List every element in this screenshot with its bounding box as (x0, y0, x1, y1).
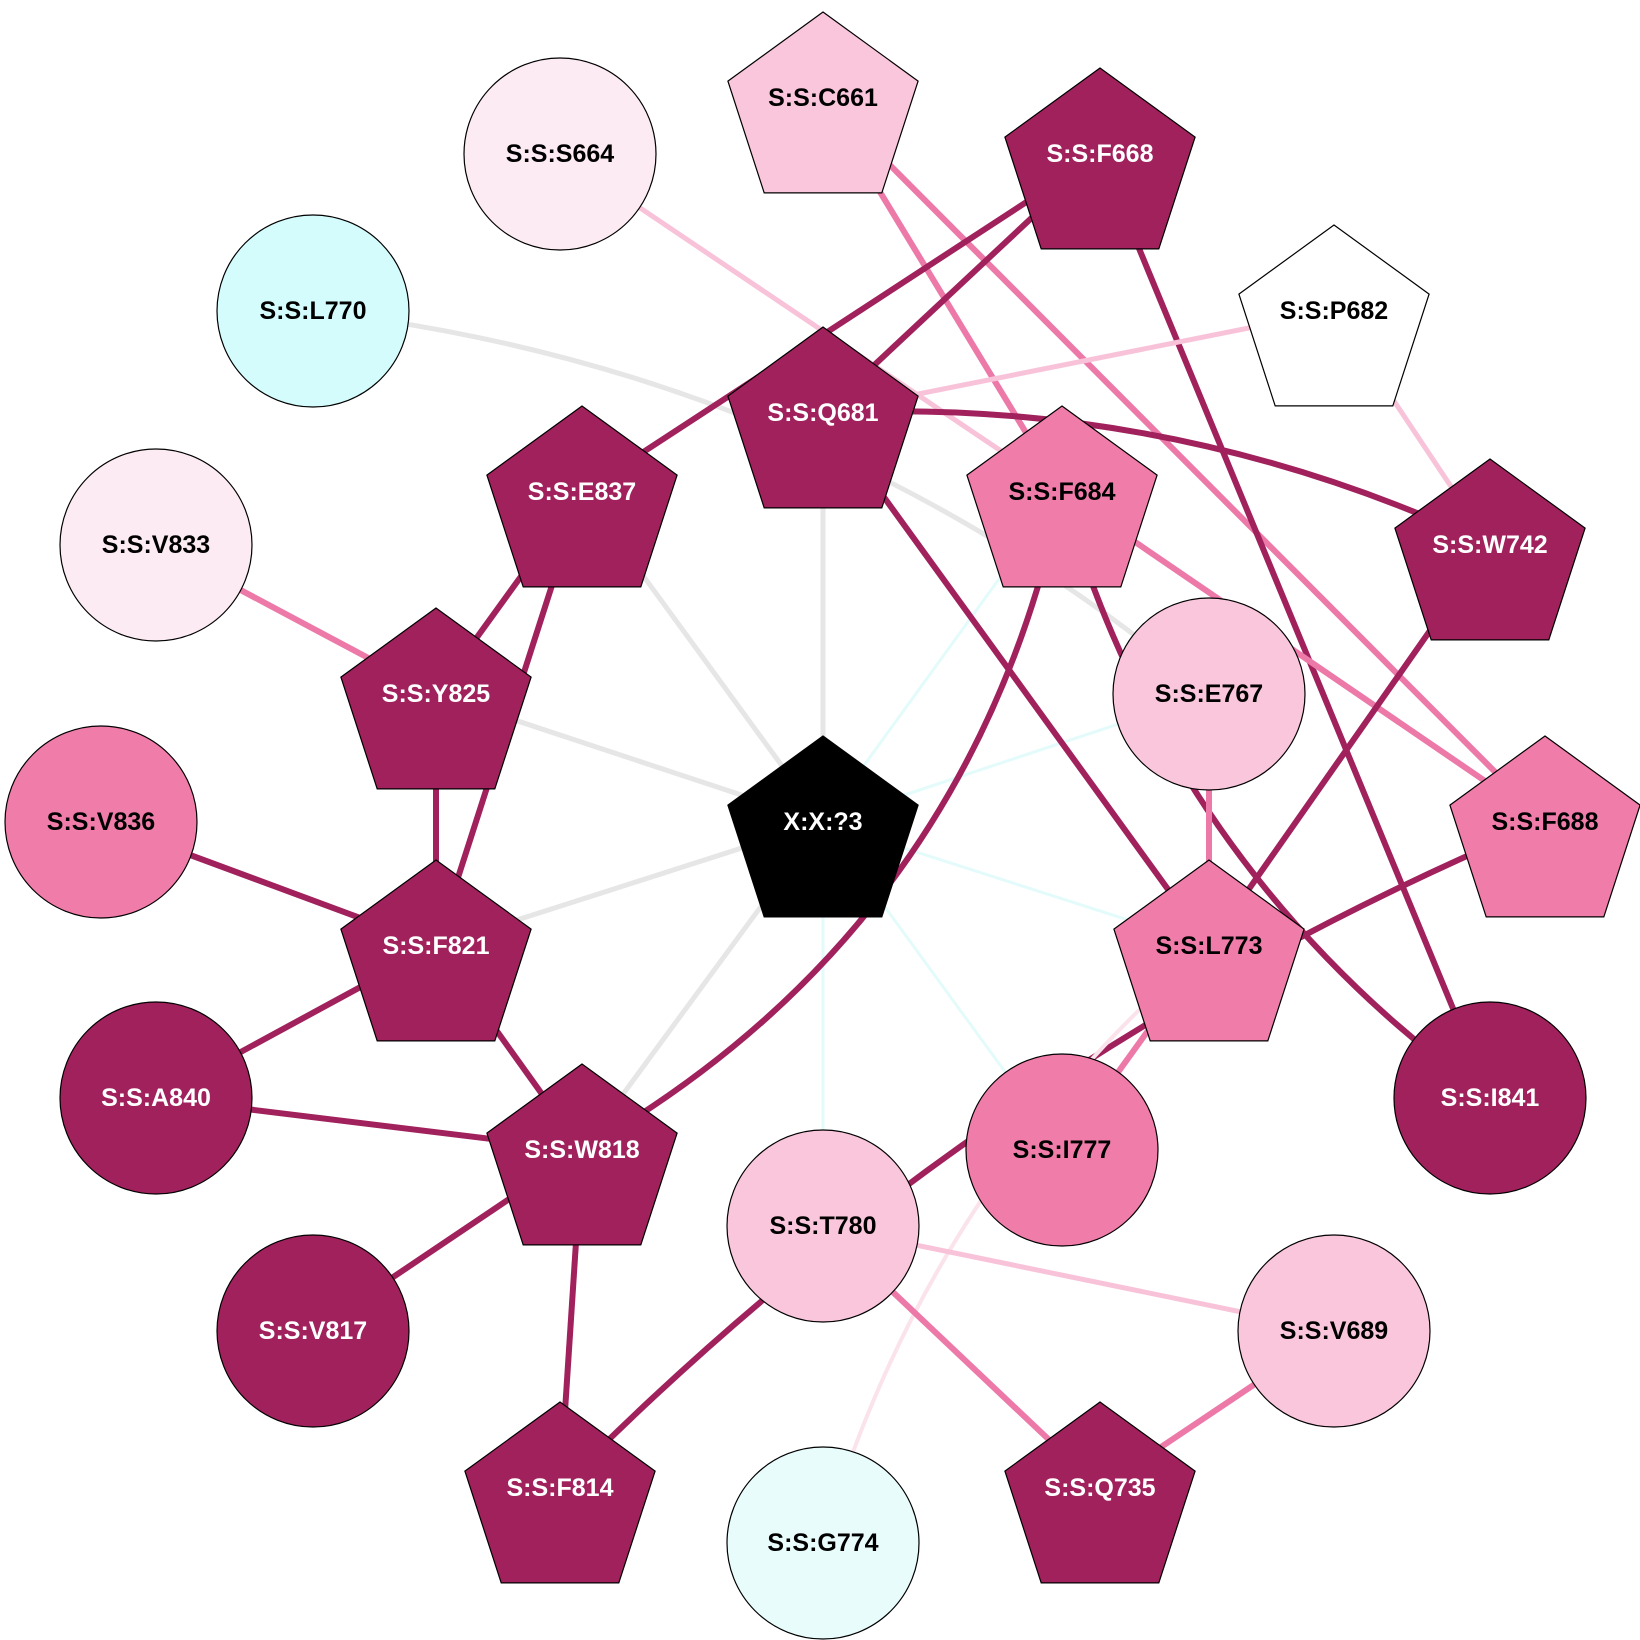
node-s-s-g774[interactable]: S:S:G774 (726, 1446, 920, 1640)
node-pentagon (1004, 67, 1196, 250)
node-s-s-v833[interactable]: S:S:V833 (59, 448, 253, 642)
edge-s-s-q681-to-s-s-w742 (822, 408, 1492, 548)
node-circle (4, 725, 198, 919)
node-pentagon (1449, 735, 1640, 918)
node-label: S:S:V836 (47, 808, 155, 836)
edge-s-s-c661-to-s-s-f688 (820, 95, 1548, 825)
node-label: S:S:P682 (1280, 297, 1388, 325)
node-label: S:S:Y825 (382, 680, 490, 708)
node-x-x-3[interactable]: X:X:?3 (727, 735, 919, 918)
edge-s-s-f684-to-s-s-i841 (1059, 491, 1492, 1101)
node-s-s-f821[interactable]: S:S:F821 (340, 859, 532, 1042)
node-pentagon (486, 1063, 678, 1246)
node-s-s-y825[interactable]: S:S:Y825 (340, 607, 532, 790)
node-s-s-w742[interactable]: S:S:W742 (1394, 458, 1586, 641)
node-circle (59, 1001, 253, 1195)
node-s-s-w818[interactable]: S:S:W818 (486, 1063, 678, 1246)
node-circle (1393, 1001, 1587, 1195)
node-label: S:S:V833 (102, 531, 210, 559)
node-pentagon (1004, 1401, 1196, 1584)
node-label: S:S:W818 (524, 1136, 639, 1164)
node-s-s-f814[interactable]: S:S:F814 (464, 1401, 656, 1584)
node-circle (1237, 1234, 1431, 1428)
node-s-s-q735[interactable]: S:S:Q735 (1004, 1401, 1196, 1584)
node-pentagon (727, 735, 919, 918)
node-label: S:S:L770 (260, 297, 367, 325)
node-circle (216, 214, 410, 408)
edge-s-s-l773-to-s-s-g774 (821, 944, 1211, 1544)
node-pentagon (727, 326, 919, 509)
node-pentagon (1113, 859, 1305, 1042)
node-pentagon (340, 859, 532, 1042)
node-label: S:S:F821 (383, 932, 490, 960)
node-s-s-c661[interactable]: S:S:C661 (727, 11, 919, 194)
edge-s-s-f684-to-s-s-f688 (1060, 489, 1547, 825)
node-label: S:S:I777 (1013, 1136, 1112, 1164)
node-s-s-f684[interactable]: S:S:F684 (966, 405, 1158, 588)
node-label: S:S:V817 (259, 1317, 367, 1345)
node-s-s-t780[interactable]: S:S:T780 (726, 1129, 920, 1323)
node-pentagon (464, 1401, 656, 1584)
node-label: S:S:S664 (506, 140, 614, 168)
node-s-s-i777[interactable]: S:S:I777 (965, 1053, 1159, 1247)
node-label: S:S:Q735 (1044, 1474, 1155, 1502)
node-pentagon (966, 405, 1158, 588)
node-s-s-v836[interactable]: S:S:V836 (4, 725, 198, 919)
node-circle (965, 1053, 1159, 1247)
node-circle (1112, 597, 1306, 791)
node-s-s-i841[interactable]: S:S:I841 (1393, 1001, 1587, 1195)
node-label: S:S:T780 (770, 1212, 877, 1240)
node-s-s-s664[interactable]: S:S:S664 (463, 57, 657, 251)
edge-s-s-q681-to-s-s-l773 (820, 411, 1212, 948)
node-label: S:S:F684 (1009, 478, 1116, 506)
node-circle (59, 448, 253, 642)
node-label: S:S:E767 (1155, 680, 1263, 708)
node-s-s-l773[interactable]: S:S:L773 (1113, 859, 1305, 1042)
node-s-s-e767[interactable]: S:S:E767 (1112, 597, 1306, 791)
node-pentagon (727, 11, 919, 194)
node-label: S:S:F688 (1492, 808, 1599, 836)
node-pentagon (340, 607, 532, 790)
node-label: S:S:F668 (1047, 140, 1154, 168)
node-label: S:S:C661 (768, 84, 878, 112)
node-label: S:S:F814 (507, 1474, 614, 1502)
node-label: S:S:Q681 (767, 399, 878, 427)
node-label: S:S:A840 (101, 1084, 211, 1112)
node-label: X:X:?3 (783, 808, 862, 836)
node-label: S:S:G774 (767, 1529, 878, 1557)
node-s-s-f668[interactable]: S:S:F668 (1004, 67, 1196, 250)
node-label: S:S:L773 (1156, 932, 1263, 960)
node-label: S:S:W742 (1432, 531, 1547, 559)
node-circle (726, 1446, 920, 1640)
node-label: S:S:I841 (1441, 1084, 1540, 1112)
node-s-s-l770[interactable]: S:S:L770 (216, 214, 410, 408)
edge-s-s-s664-to-s-s-f684 (558, 151, 1064, 495)
node-s-s-a840[interactable]: S:S:A840 (59, 1001, 253, 1195)
node-circle (463, 57, 657, 251)
node-s-s-v817[interactable]: S:S:V817 (216, 1234, 410, 1428)
edge-s-s-f668-to-s-s-e837 (580, 151, 1102, 495)
node-label: S:S:E837 (528, 478, 636, 506)
node-circle (726, 1129, 920, 1323)
node-pentagon (1238, 224, 1430, 407)
node-s-s-p682[interactable]: S:S:P682 (1238, 224, 1430, 407)
edge-s-s-f668-to-s-s-i841 (1097, 152, 1493, 1100)
node-pentagon (486, 405, 678, 588)
node-s-s-e837[interactable]: S:S:E837 (486, 405, 678, 588)
node-pentagon (1394, 458, 1586, 641)
node-s-s-q681[interactable]: S:S:Q681 (727, 326, 919, 509)
node-label: S:S:V689 (1280, 1317, 1388, 1345)
node-s-s-f688[interactable]: S:S:F688 (1449, 735, 1640, 918)
node-circle (216, 1234, 410, 1428)
node-s-s-v689[interactable]: S:S:V689 (1237, 1234, 1431, 1428)
